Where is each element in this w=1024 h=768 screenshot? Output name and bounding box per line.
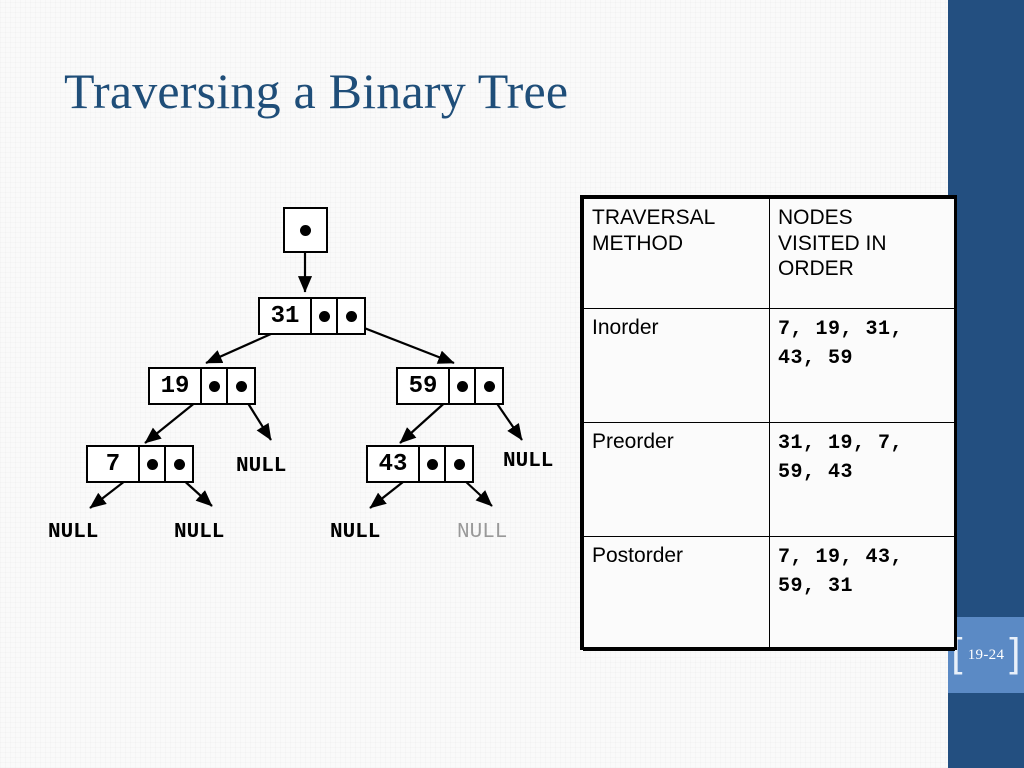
tree-node-59: 59 bbox=[396, 367, 504, 405]
pointer-dot-icon bbox=[483, 380, 495, 392]
nodes-line-2: 59, 31 bbox=[778, 575, 854, 598]
pointer-dot-icon bbox=[456, 380, 468, 392]
node-value-7: 7 bbox=[88, 447, 140, 481]
method-label: Inorder bbox=[592, 316, 659, 339]
tree-node-31: 31 bbox=[258, 297, 366, 335]
nodes-line-2: 59, 43 bbox=[778, 461, 854, 484]
node-43-right-pointer bbox=[446, 447, 472, 481]
nodes-line-1: 7, 19, 43, bbox=[778, 546, 904, 569]
table-header-row: TRAVERSAL METHOD NODES VISITED IN ORDER bbox=[583, 198, 955, 309]
pointer-dot-icon bbox=[146, 458, 158, 470]
pointer-dot-icon bbox=[453, 458, 465, 470]
method-label: Preorder bbox=[592, 430, 674, 453]
null-label-7-left: NULL bbox=[48, 521, 99, 544]
method-label: Postorder bbox=[592, 544, 684, 567]
page-number-badge: [ 19-24 ] bbox=[948, 617, 1024, 693]
node-31-right-pointer bbox=[338, 299, 364, 333]
tree-node-7: 7 bbox=[86, 445, 194, 483]
pointer-dot-icon bbox=[208, 380, 220, 392]
nodes-line-1: 7, 19, 31, bbox=[778, 318, 904, 341]
header-line-2: VISITED IN bbox=[778, 231, 887, 255]
pointer-dot-icon bbox=[300, 224, 311, 236]
cell-nodes-inorder: 7, 19, 31, 43, 59 bbox=[769, 308, 955, 423]
page-number-text: 19-24 bbox=[967, 646, 1005, 663]
null-label-59-right: NULL bbox=[503, 450, 554, 473]
binary-tree-diagram: 31 19 59 7 43 NULL NULL bbox=[48, 207, 554, 544]
node-43-left-pointer bbox=[420, 447, 446, 481]
nodes-line-2: 43, 59 bbox=[778, 347, 854, 370]
traversal-methods-table: TRAVERSAL METHOD NODES VISITED IN ORDER … bbox=[580, 195, 957, 651]
table-row: Postorder 7, 19, 43, 59, 31 bbox=[583, 536, 955, 651]
pointer-dot-icon bbox=[235, 380, 247, 392]
null-label-19-right: NULL bbox=[236, 455, 287, 478]
cell-method-postorder: Postorder bbox=[583, 536, 770, 651]
header-line-1: NODES bbox=[778, 206, 853, 229]
nodes-line-1: 31, 19, 7, bbox=[778, 432, 904, 455]
node-value-59: 59 bbox=[398, 369, 450, 403]
node-19-right-pointer bbox=[228, 369, 254, 403]
node-7-right-pointer bbox=[166, 447, 192, 481]
null-label-43-right: NULL bbox=[457, 521, 508, 544]
node-value-31: 31 bbox=[260, 299, 312, 333]
table-header-traversal-method: TRAVERSAL METHOD bbox=[583, 198, 770, 309]
header-line-2: METHOD bbox=[592, 231, 683, 255]
table-header-nodes-visited: NODES VISITED IN ORDER bbox=[769, 198, 955, 309]
pointer-dot-icon bbox=[318, 310, 330, 322]
cell-nodes-postorder: 7, 19, 43, 59, 31 bbox=[769, 536, 955, 651]
node-59-left-pointer bbox=[450, 369, 476, 403]
cell-method-preorder: Preorder bbox=[583, 422, 770, 537]
pointer-dot-icon bbox=[173, 458, 185, 470]
cell-method-inorder: Inorder bbox=[583, 308, 770, 423]
node-31-left-pointer bbox=[312, 299, 338, 333]
page-title: Traversing a Binary Tree bbox=[64, 63, 569, 119]
tree-node-43: 43 bbox=[366, 445, 474, 483]
pointer-dot-icon bbox=[426, 458, 438, 470]
header-line-1: TRAVERSAL bbox=[592, 206, 716, 229]
null-label-7-right: NULL bbox=[174, 521, 225, 544]
header-line-3: ORDER bbox=[778, 257, 854, 281]
node-59-right-pointer bbox=[476, 369, 502, 403]
cell-nodes-preorder: 31, 19, 7, 59, 43 bbox=[769, 422, 955, 537]
root-pointer-box bbox=[283, 207, 328, 253]
table-row: Preorder 31, 19, 7, 59, 43 bbox=[583, 422, 955, 537]
tree-node-19: 19 bbox=[148, 367, 256, 405]
node-7-left-pointer bbox=[140, 447, 166, 481]
pointer-dot-icon bbox=[345, 310, 357, 322]
node-19-left-pointer bbox=[202, 369, 228, 403]
null-label-43-left: NULL bbox=[330, 521, 381, 544]
node-value-19: 19 bbox=[150, 369, 202, 403]
node-value-43: 43 bbox=[368, 447, 420, 481]
table-row: Inorder 7, 19, 31, 43, 59 bbox=[583, 308, 955, 423]
